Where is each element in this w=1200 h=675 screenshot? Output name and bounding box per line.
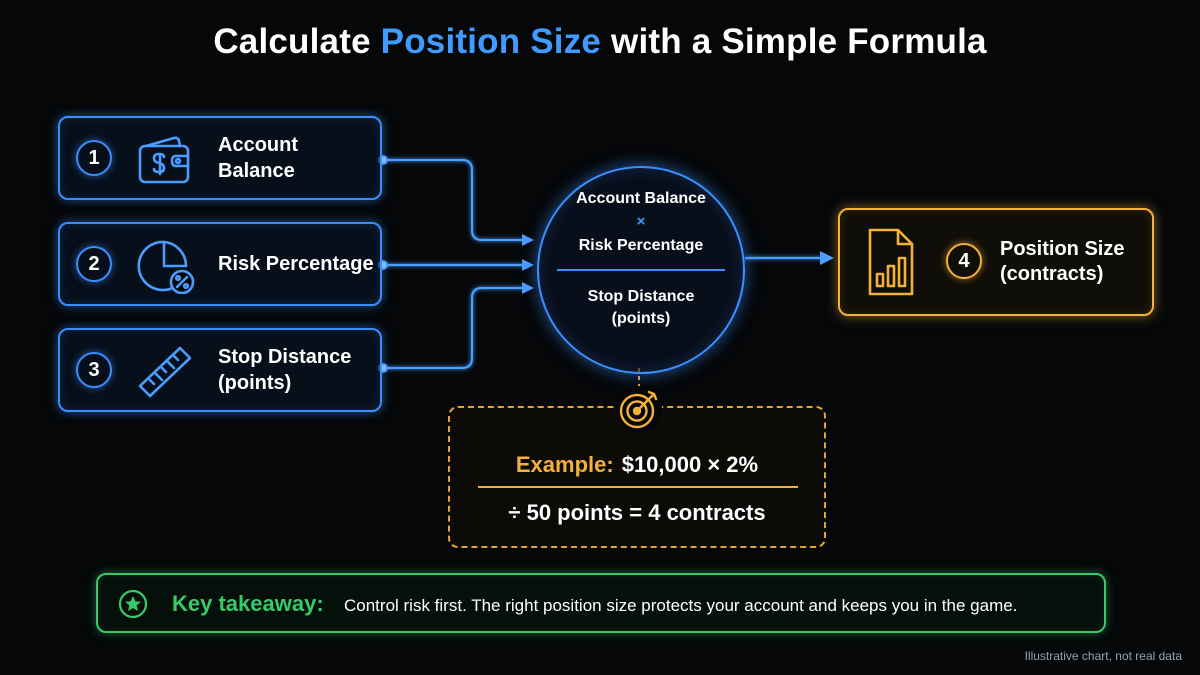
result-label-line: Position Size — [1000, 238, 1125, 260]
input-label: Stop Distance (points) — [218, 330, 378, 410]
arrowhead-stop — [522, 282, 534, 294]
input-label: Risk Percentage — [218, 224, 378, 304]
step-number: 1 — [76, 140, 112, 176]
input-label-line: Stop Distance — [218, 346, 352, 368]
connector-balance — [383, 158, 524, 242]
input-label-line: Risk Percentage — [218, 253, 374, 275]
takeaway-text: Control risk first. The right position s… — [344, 596, 1018, 615]
ruler-icon — [138, 346, 192, 398]
arrowhead-risk — [522, 259, 534, 271]
example-line-2: ÷ 50 points = 4 contracts — [508, 500, 766, 525]
step-number: 4 — [946, 243, 982, 279]
formula-numerator-1: Account Balance — [576, 190, 706, 207]
title-suffix: with a Simple Formula — [611, 22, 987, 61]
formula-fraction-bar — [557, 269, 725, 271]
formula-circle: Account Balance × Risk Percentage Stop D… — [537, 166, 745, 374]
example-divider — [478, 486, 798, 488]
arrowhead-balance — [522, 234, 534, 246]
wallet-icon — [138, 136, 190, 184]
example-calculation: $10,000 × 2% — [621, 452, 759, 477]
formula-denominator-2: (points) — [611, 310, 671, 327]
takeaway-label: Key takeaway: — [172, 591, 324, 616]
title-highlight: Position Size — [380, 22, 602, 61]
arrowhead-result — [820, 251, 834, 265]
input-stop-distance: 3 Stop Distance (points) — [58, 328, 382, 412]
target-icon — [616, 386, 662, 432]
footnote: Illustrative chart, not real data — [1024, 649, 1182, 663]
pie-percent-icon — [137, 240, 195, 294]
connector-stop — [383, 286, 524, 370]
formula-operator: × — [636, 213, 646, 230]
star-icon — [118, 589, 148, 619]
input-label-line: Account Balance — [218, 134, 298, 182]
page-title: Calculate Position Size with a Simple Fo… — [0, 22, 1200, 62]
formula-numerator-2: Risk Percentage — [578, 237, 704, 254]
input-label-line: (points) — [218, 372, 292, 394]
key-takeaway-banner: Key takeaway: Control risk first. The ri… — [96, 573, 1106, 633]
result-label-line: (contracts) — [1000, 263, 1104, 285]
input-account-balance: 1 Account Balance — [58, 116, 382, 200]
title-prefix: Calculate — [213, 22, 371, 61]
input-label: Account Balance — [218, 118, 378, 198]
step-number: 3 — [76, 352, 112, 388]
example-line-1: Example: $10,000 × 2% — [450, 452, 824, 478]
step-number: 2 — [76, 246, 112, 282]
example-label: Example: — [515, 452, 614, 477]
input-risk-percentage: 2 Risk Percentage — [58, 222, 382, 306]
result-label: Position Size (contracts) — [1000, 210, 1150, 314]
result-position-size: 4 Position Size (contracts) — [838, 208, 1154, 316]
document-chart-icon — [868, 228, 914, 296]
formula-denominator-1: Stop Distance — [587, 288, 695, 305]
